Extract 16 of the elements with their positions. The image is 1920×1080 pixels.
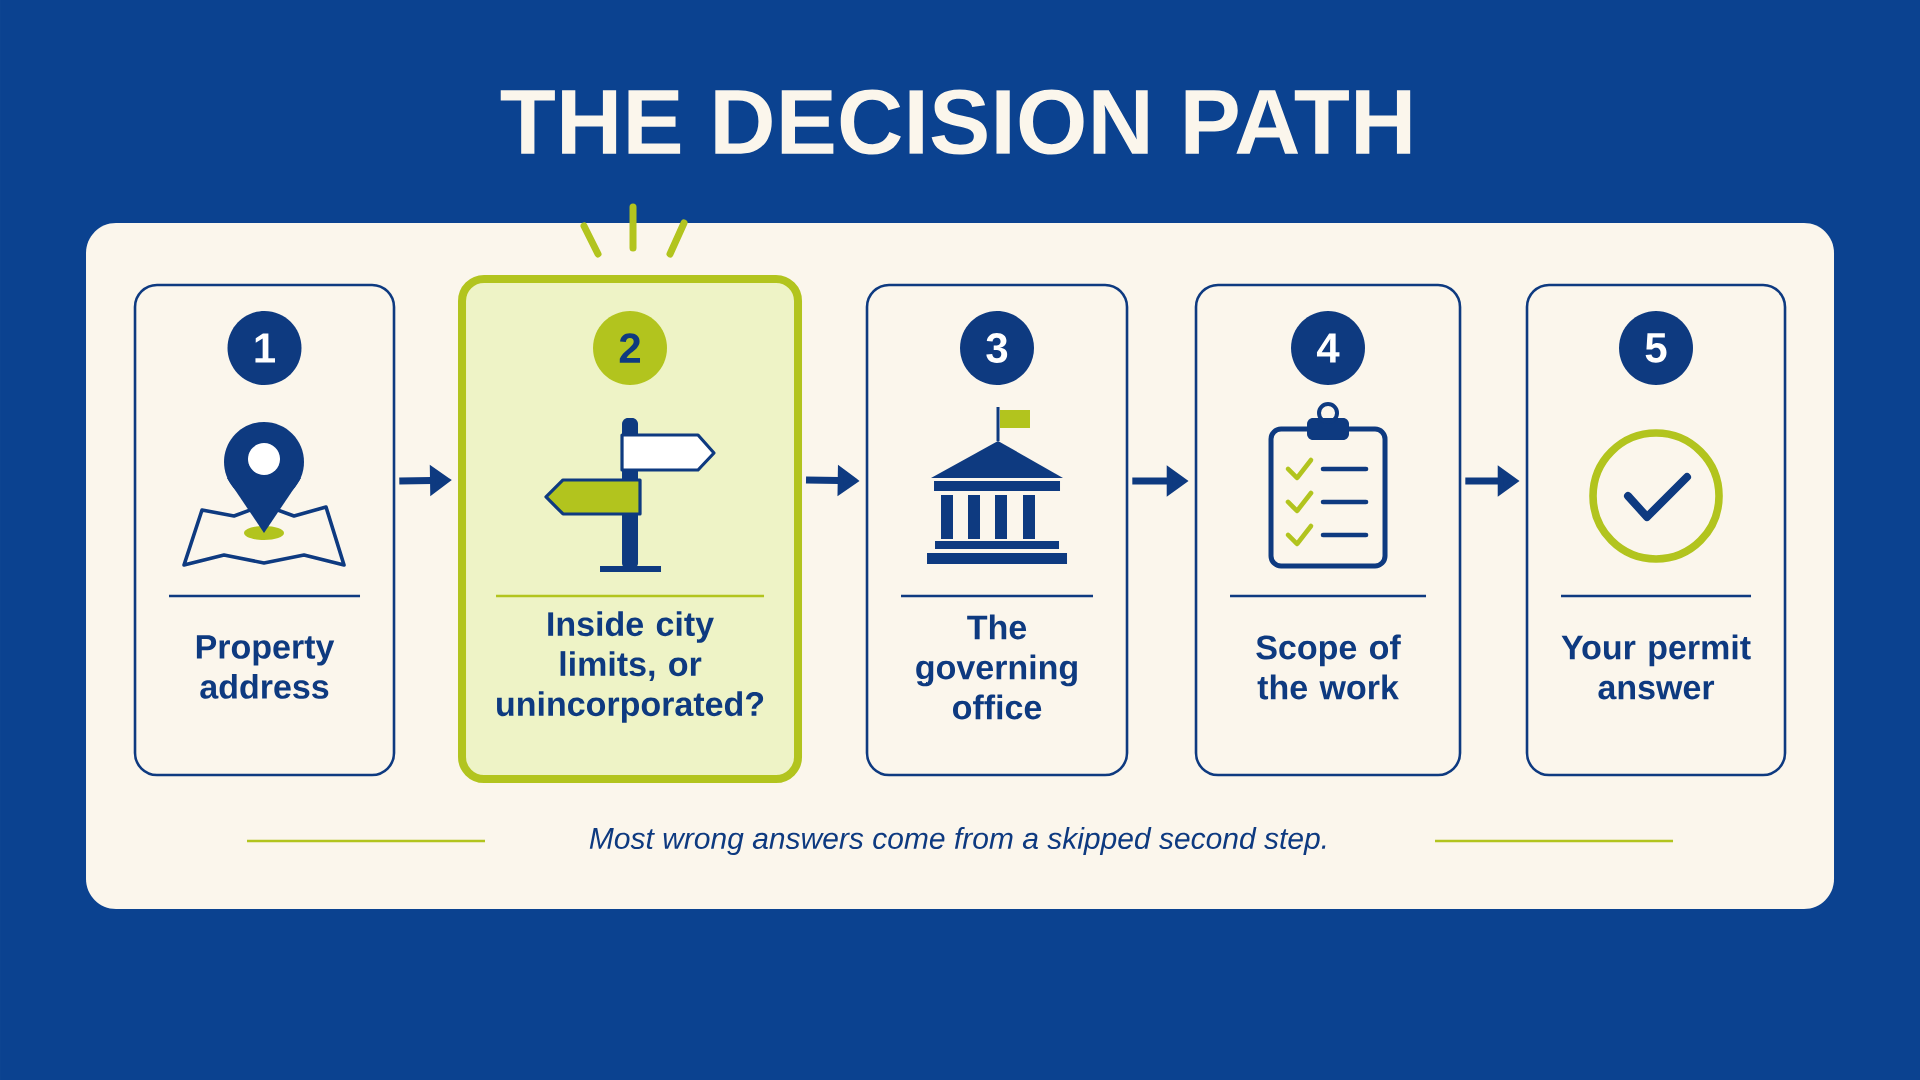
- step-label: Scope of the work: [1256, 634, 1401, 700]
- title: THE DECISION PATH: [500, 89, 1411, 155]
- step-label: The governing office: [916, 614, 1077, 720]
- step-label: Your permit answer: [1561, 634, 1751, 700]
- number-badge: 1: [227, 311, 302, 385]
- step-card: [1194, 283, 1462, 777]
- step-label: Property address: [196, 635, 335, 699]
- number-badge: 5: [1619, 311, 1693, 385]
- step-card: [865, 283, 1129, 777]
- step-card: [1525, 283, 1787, 777]
- number-badge: 3: [960, 311, 1034, 385]
- caption: Most wrong answers come from a skipped second step.: [589, 827, 1326, 855]
- step-card: [458, 275, 802, 783]
- number-badge: 4: [1291, 311, 1365, 385]
- number-badge: 2: [593, 311, 667, 385]
- step-label: Inside city limits, or unincorporated?: [497, 611, 764, 723]
